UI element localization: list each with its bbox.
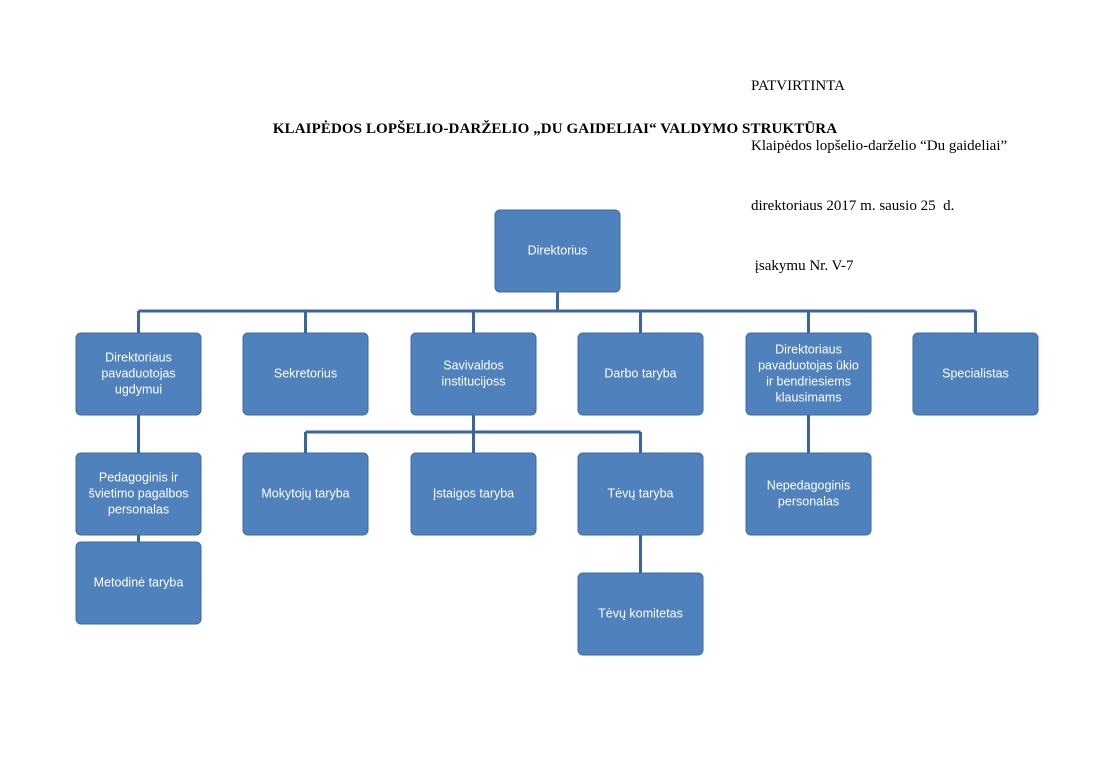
approval-line: PATVIRTINTA (751, 78, 846, 94)
node-savivaldos-institucijos: Savivaldos institucijoss (410, 332, 537, 416)
document-title: KLAIPĖDOS LOPŠELIO-DARŽELIO „DU GAIDELIA… (272, 121, 838, 137)
approval-line: direktoriaus 2017 m. sausio 25 d. (751, 198, 955, 214)
node-box (577, 332, 704, 416)
node-box (410, 452, 537, 536)
node-box (75, 452, 202, 536)
node-darbo-taryba: Darbo taryba (577, 332, 704, 416)
node-pavaduotojas-ukio: Direktoriaus pavaduotojas ūkio ir bendries… (745, 332, 872, 416)
node-label: institucijoss (442, 375, 506, 389)
node-label: Darbo taryba (604, 367, 676, 381)
approval-line: Klaipėdos lopšelio-darželio “Du gaidelia… (751, 138, 1008, 154)
node-label: Sekretorius (274, 367, 337, 381)
node-label: Metodinė taryba (94, 576, 184, 590)
approval-stamp: PATVIRTINTA Klaipėdos lopšelio-darželio … (751, 36, 1007, 296)
node-label: Direktoriaus (105, 351, 172, 365)
node-label: Pedagoginis ir (99, 471, 178, 485)
node-label: Direktoriaus (775, 343, 842, 357)
node-tevu-komitetas: Tėvų komitetas (577, 572, 704, 656)
node-pavaduotojas-ugdymui: Direktoriaus pavaduotojas ugdymui (75, 332, 202, 416)
node-label: klausimams (776, 391, 842, 405)
node-label: švietimo pagalbos (88, 487, 188, 501)
node-sekretorius: Sekretorius (242, 332, 369, 416)
node-tevu-taryba: Tėvų taryba (577, 452, 704, 536)
node-label: Įstaigos taryba (433, 487, 514, 501)
node-label: ugdymui (115, 383, 162, 397)
node-box (745, 332, 872, 416)
node-box (242, 452, 369, 536)
node-box (912, 332, 1039, 416)
node-label: Mokytojų taryba (261, 487, 349, 501)
node-box (577, 452, 704, 536)
node-label: ir bendriesiems (766, 375, 851, 389)
node-mokytoju-taryba: Mokytojų taryba (242, 452, 369, 536)
node-box (494, 209, 621, 293)
node-label: Savivaldos (443, 359, 503, 373)
node-label: personalas (108, 503, 169, 517)
node-box (410, 332, 537, 416)
node-label: Tėvų komitetas (598, 607, 683, 621)
node-pedagoginis-personalas: Pedagoginis ir švietimo pagalbos personala… (75, 452, 202, 536)
node-label: Nepedagoginis (767, 479, 850, 493)
node-metodine-taryba: Metodinė taryba (75, 541, 202, 625)
node-label: pavaduotojas (101, 367, 175, 381)
node-label: personalas (778, 495, 839, 509)
node-label: Specialistas (942, 367, 1009, 381)
node-nepedagoginis-personalas: Nepedagoginis personalas (745, 452, 872, 536)
node-box (577, 572, 704, 656)
node-box (75, 332, 202, 416)
node-label: pavaduotojas ūkio (758, 359, 859, 373)
node-box (242, 332, 369, 416)
node-box (75, 541, 202, 625)
node-box (745, 452, 872, 536)
connectors (137, 292, 977, 573)
node-direktorius: Direktorius (494, 209, 621, 293)
node-istaigos-taryba: Įstaigos taryba (410, 452, 537, 536)
approval-line: įsakymu Nr. V-7 (751, 258, 854, 274)
node-label: Direktorius (528, 244, 588, 258)
node-specialistas: Specialistas (912, 332, 1039, 416)
node-label: Tėvų taryba (607, 487, 673, 501)
